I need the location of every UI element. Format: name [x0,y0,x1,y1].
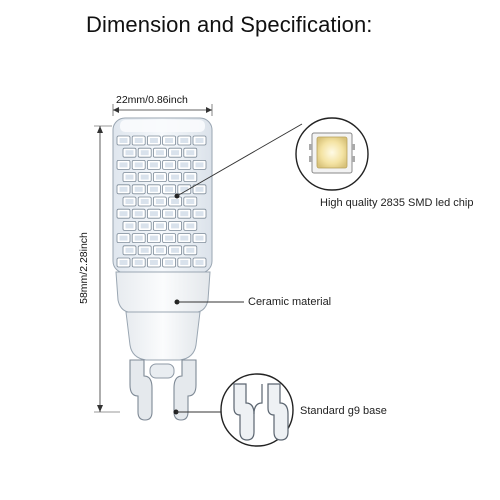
led-chip-core [195,138,204,143]
led-chip-core [195,235,204,241]
led-chip-core [149,260,158,265]
led-chip-core [155,247,164,253]
callout-lines [173,123,303,415]
led-chip-core [149,186,158,192]
led-chip-core [165,138,174,143]
led-chip-core [186,174,195,180]
led-chip-core [134,260,143,265]
g9-pins [129,359,197,421]
led-chip-core [171,150,180,156]
led-chip-core [180,138,189,143]
led-chip-core [134,211,143,217]
led-chip-core [140,223,149,229]
led-chip-core [134,235,143,241]
led-chip-core [171,174,180,180]
led-chip-core [180,235,189,241]
led-chip-core [134,138,143,143]
led-chip-core [119,186,128,192]
led-chip-core [165,186,174,192]
led-chip-core [186,247,195,253]
led-chip-core [186,199,195,204]
led-chip-core [119,260,128,265]
led-chip-core [149,138,158,143]
led-chip-core [119,138,128,143]
led-chip-core [125,247,134,253]
width-dimension [112,104,213,116]
chip-zoom-circle [295,117,369,191]
led-chip-core [155,223,164,229]
led-chip-core [119,235,128,241]
led-chip-core [165,211,174,217]
led-chip-core [171,223,180,229]
ceramic-callout-label: Ceramic material [248,296,332,308]
led-chip-core [186,150,195,156]
width-dimension-label: 22mm/0.86inch [116,94,188,106]
page-title: Dimension and Specification: [86,12,373,37]
ceramic-base [115,271,211,379]
led-chip-core [195,186,204,192]
bulb-body [112,117,213,274]
led-chip-core [149,211,158,217]
base-callout-label: Standard g9 base [300,405,387,417]
led-chip-core [180,260,189,265]
chip-callout-label: High quality 2835 SMD led chip [320,197,474,209]
led-chip-core [140,247,149,253]
led-chip-core [134,186,143,192]
led-chip-core [155,150,164,156]
led-chip-core [165,235,174,241]
led-chip-core [125,174,134,180]
base-zoom-circle [220,373,294,447]
led-chip-core [165,162,174,168]
led-chip-core [140,199,149,204]
led-chip-grid [116,135,207,268]
led-chip-core [125,223,134,229]
led-chip-core [155,174,164,180]
led-chip-core [180,211,189,217]
led-chip-core [119,162,128,168]
led-chip-core [195,260,204,265]
led-chip-core [171,247,180,253]
led-chip-core [140,174,149,180]
led-chip-core [119,211,128,217]
led-chip-core [180,186,189,192]
height-dimension [94,125,120,413]
led-chip-core [155,199,164,204]
led-chip-core [195,211,204,217]
led-chip-core [140,150,149,156]
led-chip-core [180,162,189,168]
led-chip-core [186,223,195,229]
led-chip-core [149,162,158,168]
led-chip-core [149,235,158,241]
led-chip-core [171,199,180,204]
led-chip-core [165,260,174,265]
led-chip-core [195,162,204,168]
led-chip-core [125,150,134,156]
led-chip-core [125,199,134,204]
led-chip-core [134,162,143,168]
